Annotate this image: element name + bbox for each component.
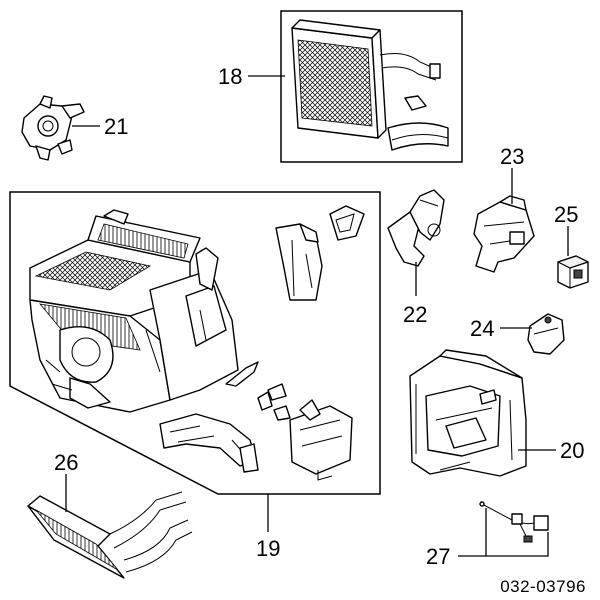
wire-harness-part <box>479 501 549 543</box>
callout-26: 26 <box>54 450 78 475</box>
heater-core-group: 26 <box>27 450 193 579</box>
callout-18: 18 <box>218 64 242 89</box>
callout-22: 22 <box>403 302 427 327</box>
mode-door-housing-part <box>289 399 353 481</box>
air-duct-part <box>275 223 323 301</box>
heater-unit-group: 19 <box>9 191 381 561</box>
callout-19: 19 <box>256 536 280 561</box>
actuator-23-part <box>473 195 535 273</box>
duct-seal-part <box>329 205 365 241</box>
actuator-22-group: 22 <box>387 189 445 327</box>
evaporator-core-group: 18 <box>218 10 463 163</box>
heater-case-part <box>29 209 239 413</box>
blower-housing-group: 20 <box>409 349 584 477</box>
actuator-23-group: 23 <box>473 144 535 273</box>
wire-harness-group: 27 <box>426 501 549 569</box>
callout-20: 20 <box>560 438 584 463</box>
callout-27: 27 <box>426 544 450 569</box>
sensor-25-group: 25 <box>554 202 589 289</box>
heater-pipe-part <box>159 413 259 473</box>
bracket-part <box>21 95 85 161</box>
sensor-25-part <box>557 255 589 289</box>
callout-23: 23 <box>500 144 524 169</box>
actuator-22-part <box>387 189 445 267</box>
heater-core-part <box>27 491 193 579</box>
evaporator-frame <box>280 10 463 163</box>
evaporator-core-part <box>291 19 441 139</box>
linkage-rod-part <box>225 361 259 387</box>
callout-21: 21 <box>104 114 128 139</box>
actuator-clip-parts <box>257 383 291 421</box>
evaporator-seal-parts <box>387 95 449 151</box>
blower-housing-part <box>409 349 527 477</box>
heater-unit-frame <box>9 191 381 495</box>
actuator-24-part <box>527 313 565 355</box>
diagram-code: 032-03796 <box>500 577 586 596</box>
actuator-24-group: 24 <box>470 313 565 355</box>
callout-24: 24 <box>470 316 494 341</box>
bracket-group: 21 <box>21 95 128 161</box>
callout-27-leader <box>458 508 549 557</box>
callout-25: 25 <box>554 202 578 227</box>
